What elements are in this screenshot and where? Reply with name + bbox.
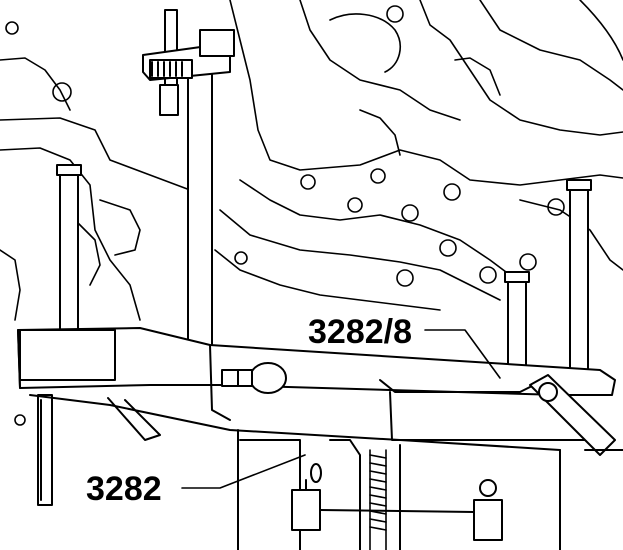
spring-spindle <box>369 449 387 550</box>
callout-label-frame: 3282 <box>84 470 164 508</box>
callout-label-beam: 3282/8 <box>306 313 414 351</box>
cross-beam <box>17 327 616 441</box>
engine-housing-outline <box>0 0 623 321</box>
center-spindle <box>142 9 235 371</box>
callout-leaders <box>181 329 501 489</box>
clamp-lever <box>529 374 616 456</box>
adjusting-knob <box>221 362 287 394</box>
lower-clamp-blocks <box>291 479 503 541</box>
right-threaded-rods <box>504 179 592 376</box>
housing-bolts <box>5 5 565 426</box>
